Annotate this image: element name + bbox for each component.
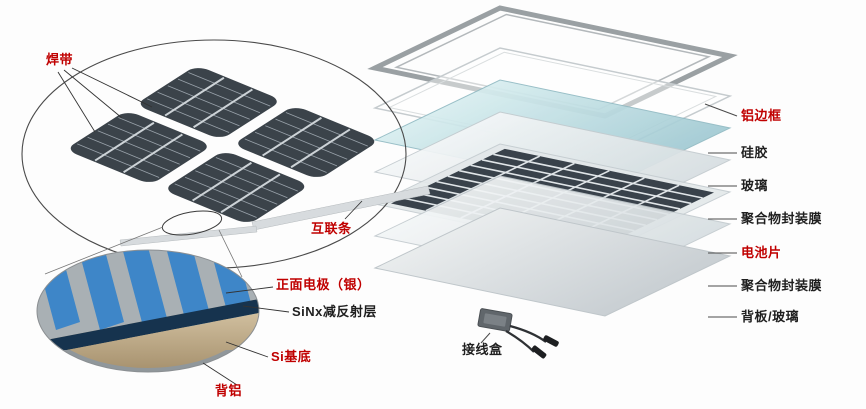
magnified-cell-view bbox=[20, 40, 431, 386]
label-encap-film-top: 聚合物封装膜 bbox=[741, 211, 823, 226]
label-si-substrate: Si基底 bbox=[271, 349, 312, 364]
label-cells: 电池片 bbox=[741, 245, 782, 260]
label-aluminum-frame: 铝边框 bbox=[741, 108, 782, 123]
interconnect-ribbons bbox=[119, 185, 431, 247]
label-silicone: 硅胶 bbox=[741, 145, 769, 160]
label-back-aluminum: 背铝 bbox=[215, 383, 243, 398]
label-junction-box: 接线盒 bbox=[462, 342, 503, 357]
cable-2 bbox=[505, 330, 535, 353]
label-front-electrode: 正面电极（银） bbox=[276, 277, 371, 292]
label-backsheet: 背板/玻璃 bbox=[741, 309, 800, 324]
cell-array bbox=[65, 65, 380, 225]
zoom-guide-lines bbox=[44, 226, 243, 278]
connector-1 bbox=[543, 335, 559, 347]
connector-2 bbox=[531, 345, 547, 359]
cable-1 bbox=[509, 324, 547, 343]
zoom-source-ellipse bbox=[161, 210, 223, 236]
layer-backsheet bbox=[375, 208, 730, 316]
label-interconnect: 互联条 bbox=[311, 221, 352, 236]
label-sinx-layer: SiNx减反射层 bbox=[292, 304, 377, 319]
leader-lines-right bbox=[480, 103, 738, 344]
solder-ribbons bbox=[95, 78, 350, 212]
lens-outline bbox=[36, 249, 260, 373]
leader-lines-left bbox=[57, 67, 363, 386]
label-encap-film-bottom: 聚合物封装膜 bbox=[741, 278, 823, 293]
exploded-stack bbox=[375, 8, 737, 359]
cell-fingers bbox=[77, 72, 368, 217]
label-solder-ribbon: 焊带 bbox=[46, 52, 74, 67]
label-glass: 玻璃 bbox=[741, 178, 769, 193]
sinx-layer-band bbox=[37, 295, 259, 359]
junction-box bbox=[477, 308, 559, 359]
